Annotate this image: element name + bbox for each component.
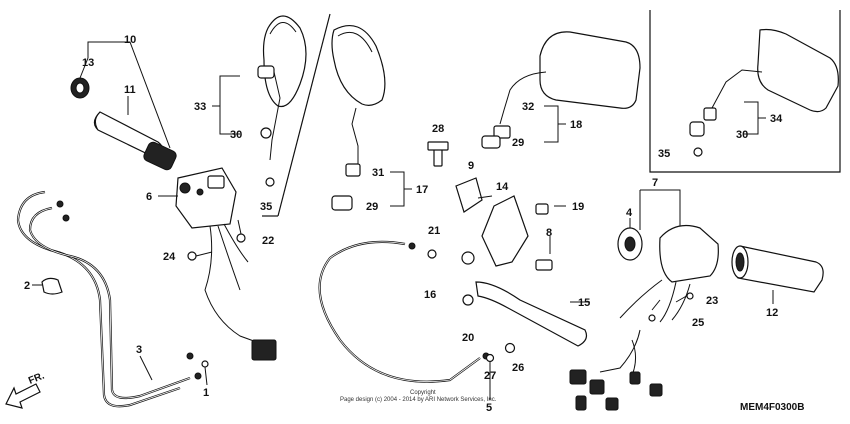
switch-connectors [569, 369, 663, 411]
callout-4: 4 [626, 207, 633, 219]
front-direction-arrow [5, 383, 41, 409]
callout-19: 19 [572, 201, 584, 213]
direction-label: FR. [27, 370, 46, 386]
left-switch-housing [175, 167, 277, 361]
callout-5: 5 [486, 402, 492, 414]
callout-18: 18 [570, 119, 582, 131]
left-mirror [257, 15, 307, 187]
callout-28: 28 [432, 123, 444, 135]
center-right-mirror [481, 31, 641, 149]
cable-bolt-1 [201, 360, 209, 386]
screw-23 [675, 292, 694, 303]
throttle-cables [16, 190, 202, 408]
mirror-inset-frame [649, 10, 841, 173]
callout-10: 10 [124, 34, 136, 46]
callout-31: 31 [372, 167, 384, 179]
callout-23: 23 [706, 295, 718, 307]
callout-9: 9 [468, 160, 474, 172]
right-grip [731, 245, 824, 293]
callout-2: 2 [24, 280, 30, 292]
callout-7: 7 [652, 177, 658, 189]
callout-20: 20 [462, 332, 474, 344]
callout-14: 14 [496, 181, 509, 193]
callout-22: 22 [262, 235, 274, 247]
callout-29-left: 29 [366, 201, 378, 213]
callout-12: 12 [766, 307, 778, 319]
callout-26: 26 [512, 362, 524, 374]
copyright-line-2: Page design (c) 2004 - 2014 by ARI Netwo… [340, 397, 497, 403]
clutch-cable [318, 240, 490, 383]
callout-30-left: 30 [230, 129, 242, 141]
callout-21: 21 [428, 225, 440, 237]
screw-24 [187, 251, 213, 261]
screw-22 [236, 219, 246, 243]
copyright-line-1: Copyright [410, 390, 436, 396]
callout-29-right: 29 [512, 137, 524, 149]
right-switch-housing [599, 225, 719, 381]
left-mirror-divider [277, 13, 331, 217]
callout-8: 8 [546, 227, 552, 239]
cable-nuts [485, 342, 516, 363]
diagram-code: MEM4F0300B [740, 402, 804, 413]
callout-27: 27 [484, 370, 496, 382]
callout-15: 15 [578, 297, 590, 309]
callout-35-left: 35 [260, 201, 272, 213]
clutch-lever-assembly [427, 141, 588, 347]
screw-25 [648, 299, 661, 322]
callout-11: 11 [124, 84, 136, 96]
callout-17: 17 [416, 184, 428, 196]
callout-25: 25 [692, 317, 704, 329]
callout-6: 6 [146, 191, 152, 203]
inset-right-mirror [689, 28, 839, 157]
cable-clamp-2 [41, 277, 63, 295]
callout-30-right: 30 [736, 129, 748, 141]
callout-34: 34 [770, 113, 783, 125]
center-left-mirror [331, 25, 386, 211]
callout-labels: 10 13 11 6 24 22 2 3 1 FR. 33 30 35 31 1… [24, 34, 804, 414]
callout-35-right: 35 [658, 148, 670, 160]
callout-24: 24 [163, 251, 176, 263]
callout-16: 16 [424, 289, 436, 301]
callout-33: 33 [194, 101, 206, 113]
callout-13: 13 [82, 57, 94, 69]
throttle-grip-assembly [70, 77, 177, 171]
callout-1: 1 [203, 387, 209, 399]
callout-32: 32 [522, 101, 534, 113]
callout-3: 3 [136, 344, 142, 356]
